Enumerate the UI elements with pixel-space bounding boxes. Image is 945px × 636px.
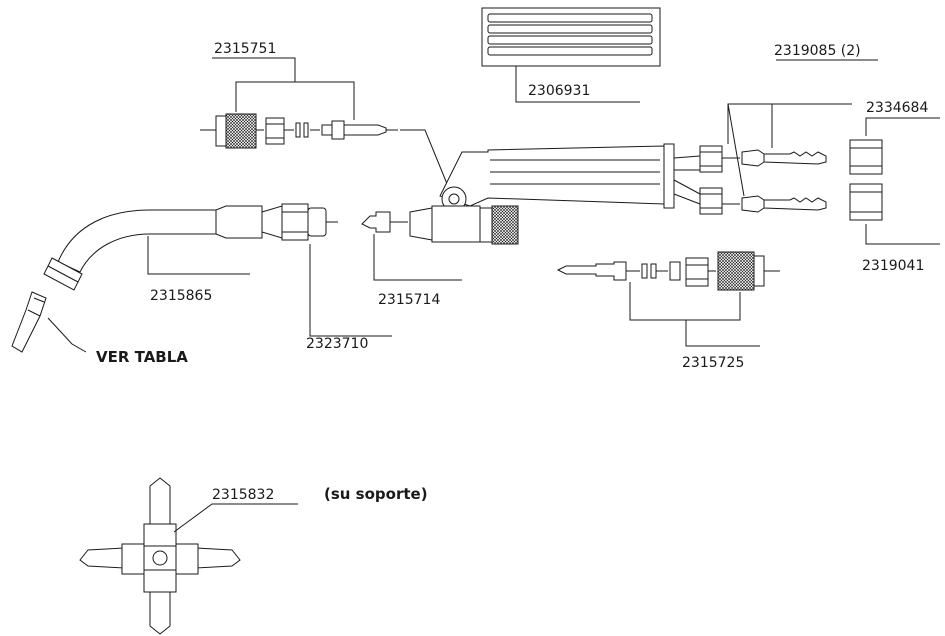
nozzle-tip [11, 291, 87, 353]
label-2315865: 2315865 [150, 288, 212, 304]
part-2319041-nut [849, 183, 940, 245]
label-2315751: 2315751 [214, 41, 276, 57]
part-2334684-nut [849, 117, 940, 175]
label-2323710: 2323710 [306, 336, 368, 352]
label-2306931: 2306931 [528, 83, 590, 99]
hose-fitting-upper [699, 145, 827, 173]
torch-handle-body [409, 143, 701, 245]
part-2306931-box [481, 7, 661, 103]
label-2315714: 2315714 [378, 292, 440, 308]
label-2319041: 2319041 [862, 258, 924, 274]
label-2334684: 2334684 [866, 100, 928, 116]
part-2315865-neck [43, 205, 263, 291]
hose-fitting-lower [699, 187, 827, 215]
label-2315832: 2315832 [212, 487, 274, 503]
label-2315725: 2315725 [682, 355, 744, 371]
part-2315751-valve-group [200, 57, 453, 197]
label-ver-tabla: VER TABLA [96, 348, 188, 366]
part-2315714-insert [361, 211, 462, 281]
part-2315725-valve-group [556, 251, 780, 347]
part-2323710-coupling [261, 203, 392, 337]
label-2319085: 2319085 (2) [774, 43, 861, 59]
part-2315832-wrench [79, 477, 298, 635]
label-su-soporte: (su soporte) [324, 485, 428, 503]
